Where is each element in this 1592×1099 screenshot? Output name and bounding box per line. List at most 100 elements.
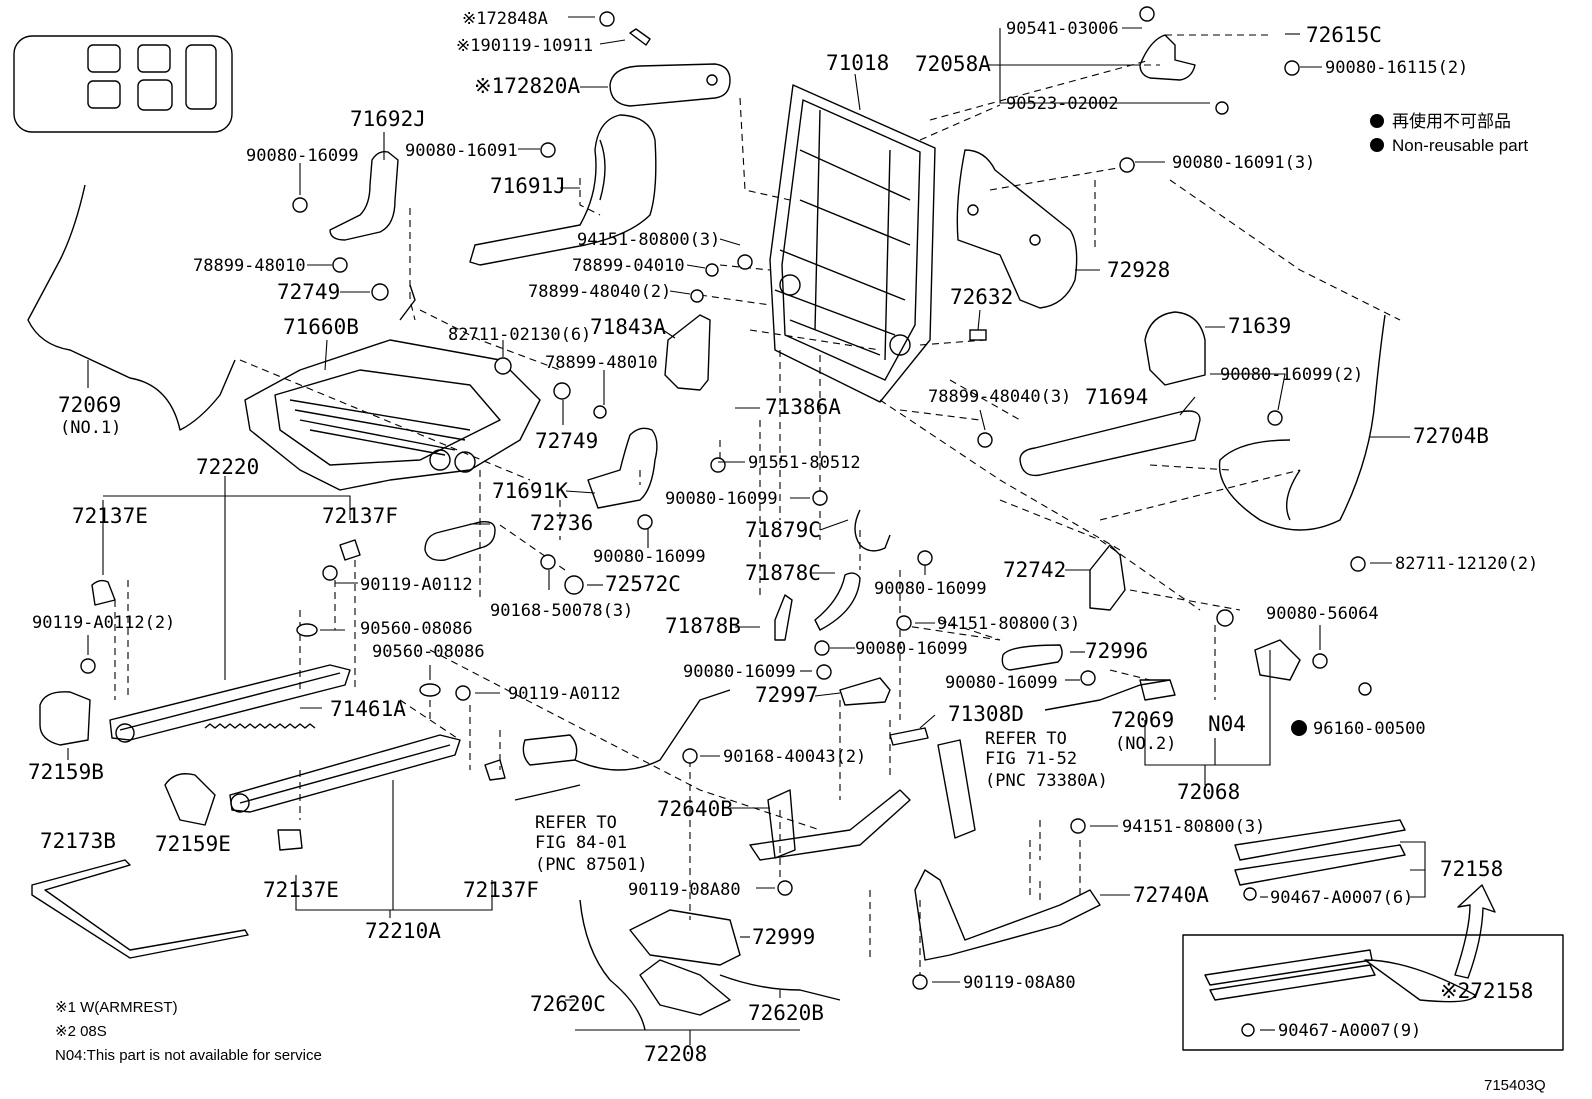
label-71692j: 71692J: [350, 107, 426, 131]
cover-72999: [629, 909, 741, 966]
label-94151-80800: 94151-80800(3): [577, 230, 720, 250]
label-72137f-b: 72137F: [463, 878, 539, 902]
bracket-72740a: [914, 869, 1101, 961]
label-90080-56064: 90080-56064: [1266, 604, 1379, 624]
label-72997: 72997: [755, 683, 818, 707]
label-71691j: 71691J: [490, 174, 566, 198]
label-72159e: 72159E: [155, 832, 231, 856]
label-90168-40043: 90168-40043(2): [723, 747, 866, 767]
label-72740a: 72740A: [1133, 883, 1209, 907]
label-72158: 72158: [1440, 857, 1503, 881]
label-72749: 72749: [277, 280, 340, 304]
label-82711-02130: 82711-02130(6): [448, 325, 591, 345]
label-72736: 72736: [530, 511, 593, 535]
label-90080-16099-2: 90080-16099(2): [1220, 365, 1363, 385]
label-90080-16091: 90080-16091: [405, 141, 518, 161]
label-78899-48010-b: 78899-48010: [545, 353, 658, 373]
label-90119-08a80: 90119-08A80: [628, 880, 741, 900]
label-72620b: 72620B: [748, 1001, 824, 1025]
label-72208: 72208: [644, 1042, 707, 1066]
label-72999: 72999: [752, 925, 815, 949]
cable-72069-no2: [1044, 679, 1176, 711]
label-72848a: ※172848A: [462, 9, 548, 29]
label-90467-a0007-9: 90467-A0007(9): [1278, 1021, 1421, 1041]
cover-71691k: [587, 427, 658, 509]
cushion-frame-71660b: [244, 284, 541, 491]
cover-72137e: [91, 579, 303, 851]
bracket-71879c: [854, 509, 891, 552]
arrow-up-icon: [1454, 884, 1496, 979]
bracket-71878b: [774, 594, 793, 641]
hinge-72058a: [1139, 34, 1196, 81]
label-90080-16099-f: 90080-16099: [855, 639, 968, 659]
cover-72928: [956, 149, 1078, 309]
label-90168-50078: 90168-50078(3): [490, 601, 633, 621]
label-71018: 71018: [826, 51, 889, 75]
label-91551-80512: 91551-80512: [748, 453, 861, 473]
cover-71691j: [469, 114, 657, 266]
cable-72620c: [579, 899, 646, 1031]
label-82711-12120: 82711-12120(2): [1395, 554, 1538, 574]
label-72820a: ※172820A: [474, 74, 580, 98]
cover-72137f: [339, 539, 506, 781]
label-72173b: 72173B: [40, 829, 116, 853]
seat-back-frame: [769, 84, 936, 403]
label-72069-no2: 72069: [1111, 708, 1174, 732]
leader-lines: [67, 16, 1426, 1045]
cable-72069-no1: [27, 184, 236, 431]
label-71878b: 71878B: [665, 614, 741, 638]
label-72058a: 72058A: [915, 52, 991, 76]
label-72640b: 72640B: [657, 797, 733, 821]
spring-71461a: [204, 723, 316, 729]
label-fig-71-52: FIG 71-52: [985, 749, 1077, 769]
bracket-72996: [1001, 644, 1063, 671]
label-90119-a0112: 90119-A0112: [360, 575, 473, 595]
label-71843a: 71843A: [590, 315, 666, 339]
part-labels: ※172848A ※190119-10911 ※172820A 71018 72…: [28, 9, 1538, 1066]
footnotes: ※1 W(ARMREST) ※2 08S N04:This part is no…: [55, 999, 322, 1064]
trim-72173b: [31, 859, 249, 959]
slide-rail-72220: [109, 664, 351, 743]
non-reusable-bullet: [1370, 114, 1384, 128]
legend: 再使用不可部品 Non-reusable part: [1370, 111, 1528, 155]
label-90560-08086: 90560-08086: [360, 619, 473, 639]
lever-72742: [1089, 544, 1126, 611]
label-90119-08a80-b: 90119-08A80: [963, 973, 1076, 993]
cover-72159e: [164, 773, 216, 826]
label-90080-16099-e: 90080-16099: [874, 579, 987, 599]
label-78899-04010: 78899-04010: [572, 256, 685, 276]
label-72704b: 72704B: [1413, 424, 1489, 448]
label-no1: (NO.1): [60, 418, 121, 438]
cable-72704b: [1218, 314, 1386, 531]
label-72220: 72220: [196, 455, 259, 479]
cover-71639: [1144, 311, 1206, 386]
label-90080-16099-g: 90080-16099: [683, 662, 796, 682]
legend-jp-label: 再使用不可部品: [1392, 111, 1511, 131]
label-72068: 72068: [1177, 780, 1240, 804]
label-71878c: 71878C: [745, 561, 821, 585]
footnote-1: ※1 W(ARMREST): [55, 999, 178, 1016]
cover-71694: [1019, 410, 1201, 477]
bracket-71878c: [814, 572, 861, 631]
non-reusable-bullet: [1370, 138, 1384, 152]
label-90523-02002: 90523-02002: [1006, 94, 1119, 114]
footnote-3: N04:This part is not available for servi…: [55, 1047, 322, 1064]
label-71660b: 71660B: [283, 315, 359, 339]
label-72137f: 72137F: [322, 504, 398, 528]
label-78899-48040-3: 78899-48040(3): [928, 387, 1071, 407]
label-refer-to-a: REFER TO: [985, 729, 1067, 749]
figure-code: 715403Q: [1484, 1077, 1546, 1094]
seat-location-icon: [13, 35, 233, 133]
label-71639: 71639: [1228, 314, 1291, 338]
label-90080-16099-d: 90080-16099: [593, 547, 706, 567]
armrest-72820a: [609, 63, 731, 107]
label-72159b: 72159B: [28, 760, 104, 784]
label-96160-00500: 96160-00500: [1313, 719, 1426, 739]
label-72158-variant: ※272158: [1440, 979, 1533, 1003]
label-pnc-87501: (PNC 87501): [535, 855, 648, 875]
label-72742: 72742: [1003, 558, 1066, 582]
label-72572c: 72572C: [605, 572, 681, 596]
label-72632: 72632: [950, 285, 1013, 309]
label-78899-48040-2: 78899-48040(2): [528, 282, 671, 302]
